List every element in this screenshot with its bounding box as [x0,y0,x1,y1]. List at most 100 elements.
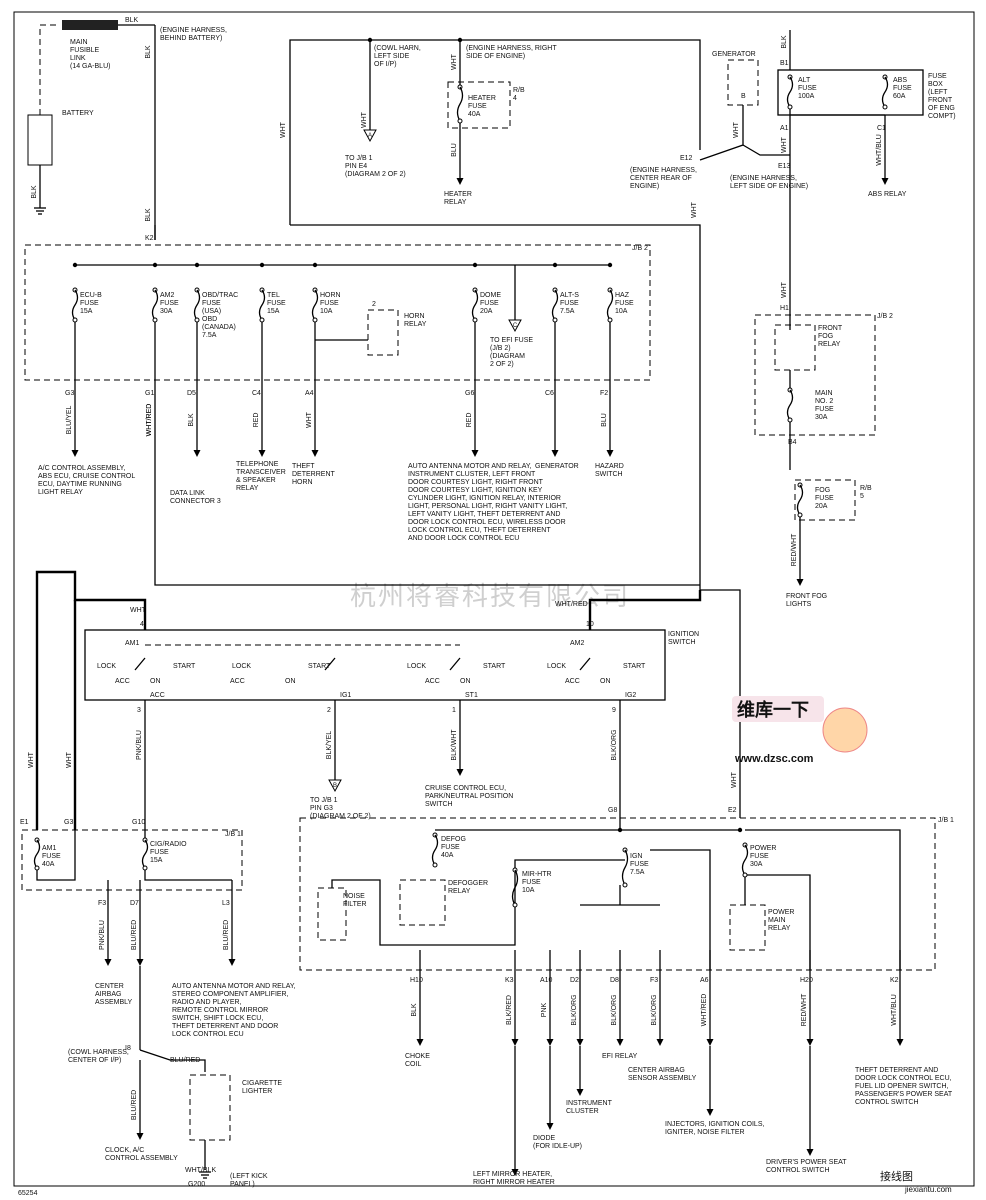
splice-dot [152,262,158,268]
ign-out-2: ST1 [465,692,478,699]
e13-conn: E13 [778,163,791,170]
flag-c-letter: C [513,323,518,329]
on-label-1: ON [285,678,296,685]
footer-site-url: jiexiantu.com [904,1185,952,1194]
acc-label-3: ACC [565,678,580,685]
jb2-fuse-pin-6: C6 [545,390,554,397]
jb1l-wire-0: PNK/BLU [99,920,106,950]
splice-dot [737,827,743,833]
start-label-1: START [308,663,331,670]
jb1-pin-g3: G3 [64,819,73,826]
battery-label: BATTERY [62,110,94,117]
front-fog-relay-box [774,324,816,371]
heater-relay-arrow [456,178,464,185]
jb2-fuse-pin-1: G1 [145,390,154,397]
jb2-out-arrow-2 [193,450,201,457]
on-label-2: ON [460,678,471,685]
flag-a [363,129,377,143]
lighter-wire-out: WHT/BLK [185,1167,216,1174]
jb1r-arrow-8 [896,1039,904,1046]
logo-url: www.dzsc.com [734,753,814,765]
splice-dot [617,827,623,833]
ign-in-wire-1: WHT/RED [555,601,588,608]
ground-icon [34,207,46,215]
jb2-fuse-wire-4: WHT [306,411,313,428]
alt-in-wire: BLK [781,35,788,49]
jb2-fuse-pin-2: D5 [187,390,196,397]
jb1-pin-g10: G10 [132,819,145,826]
flag-b [328,779,342,793]
jb1r-pin-8: K2 [890,977,899,984]
ign-in-pin-0: 4 [140,621,144,628]
jb1l-pin-2: L3 [222,900,230,907]
rb5-box [794,479,856,521]
st1-arrow [456,769,464,776]
jb2-fuse-pin-3: C4 [252,390,261,397]
jb2-fuse-wire-2: BLK [188,413,195,427]
ign-fuse-icon [621,847,629,888]
heater-fuse-icon [456,84,464,124]
jb1-right-box [299,817,936,971]
jb2-dest-5: AUTO ANTENNA MOTOR AND RELAY,INSTRUMENT … [408,463,567,542]
splice-dot [72,262,78,268]
jb2r-wire-in: WHT [781,281,788,298]
jb1-right-name: J/B 1 [938,817,954,824]
fusible-link-wire: BLK [125,17,139,24]
jb2-fuse-icon-6 [551,287,559,323]
jb2-fuse-icon-0 [71,287,79,323]
horn-relay-box [367,309,399,356]
diode-arrow [546,1123,554,1130]
ign-out-wire-1: BLK/YEL [326,731,333,760]
jb1r-arrow-6 [706,1039,714,1046]
jb1r-pin-0: H10 [410,977,423,984]
ign-in-pin-1: 10 [586,621,594,628]
jb1r-arrow-5 [656,1039,664,1046]
jb2-fuse-wire-7: BLU [601,413,608,427]
i8-wire: BLU/RED [131,1090,138,1120]
generator-box [727,59,759,106]
ign-in-wire-0: WHT [130,607,147,614]
jb1r-pin-5: F3 [650,977,658,984]
jb2-fuse-icon-2 [193,287,201,323]
horn-relay-pin: 2 [372,301,376,308]
jb1r-wire-7: RED/WHT [801,993,808,1026]
ground-icon [199,1171,211,1179]
flag-a-letter: A [368,133,372,139]
jb1r-wire-2: PNK [541,1002,548,1017]
jb1l-arrow-2 [228,959,236,966]
jb1r-pin-2: A10 [540,977,553,984]
figure-id: 65254 [18,1190,38,1197]
loop-wire-wht: WHT [280,121,287,138]
e13-label: (ENGINE HARNESS,LEFT SIDE OF ENGINE) [730,175,808,190]
mascot-icon [822,707,868,753]
start-label-0: START [173,663,196,670]
jb1r-wire-4: BLK/ORG [611,994,618,1025]
jb1l-pin-0: F3 [98,900,106,907]
flag-b-letter: B [333,783,337,789]
splice-dot [312,262,318,268]
ign-out-pin-3: 9 [612,707,616,714]
jb1r-wire-0: BLK [411,1003,418,1017]
ign-out-wire-3: BLK/ORG [611,729,618,760]
splice-dot [607,262,613,268]
jb1r-wire-1: BLK/RED [506,995,513,1025]
mir-htr-fuse-icon [511,867,519,908]
fog-fuse-icon [796,482,804,518]
